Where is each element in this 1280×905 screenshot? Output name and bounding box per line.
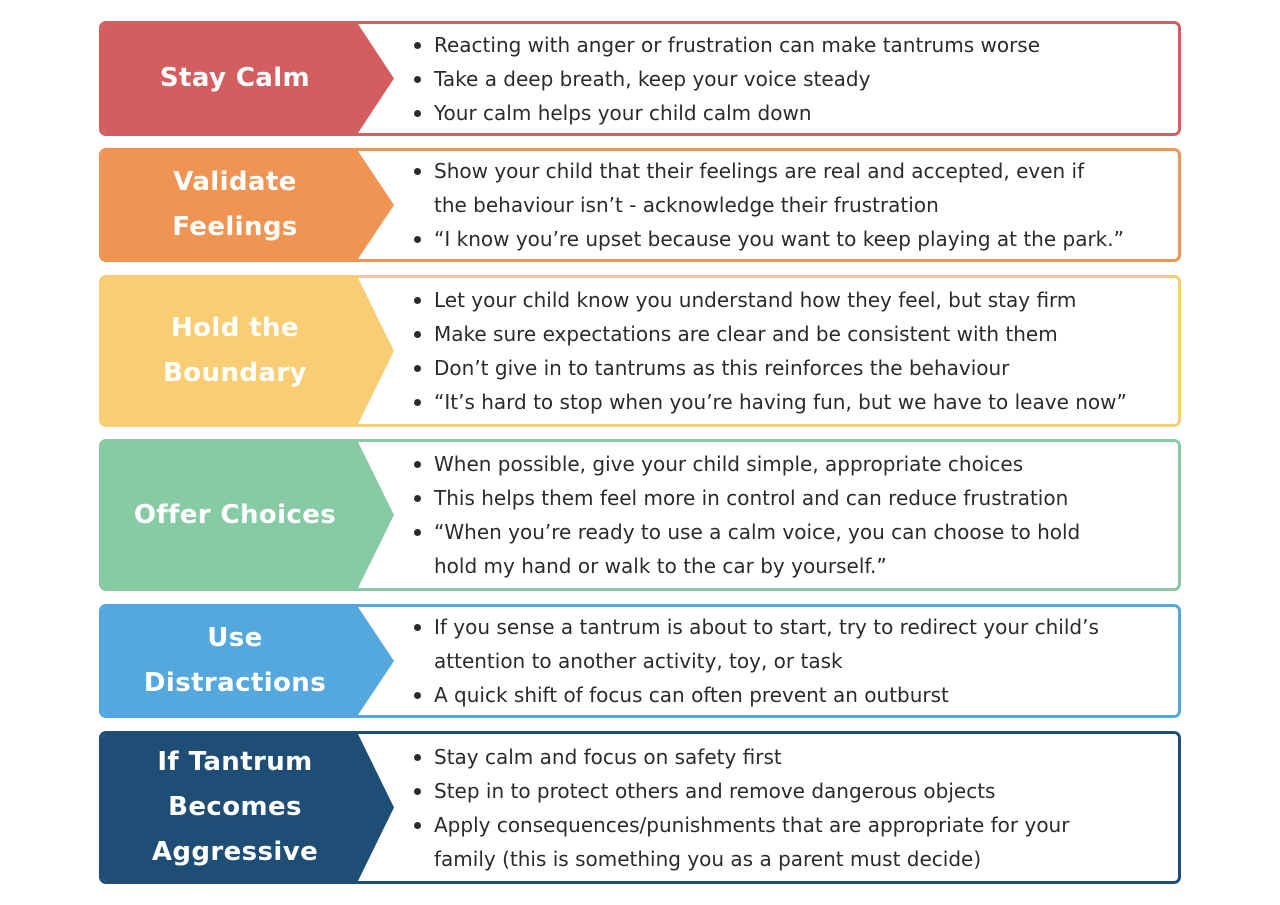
bullet-list: When possible, give your child simple, a… <box>409 442 1164 588</box>
bullet-point: A quick shift of focus can often prevent… <box>409 678 1164 712</box>
strategy-stay-calm: Stay Calm Reacting with anger or frustra… <box>99 21 1181 136</box>
bullet-point: Stay calm and focus on safety first <box>409 740 1164 774</box>
strategy-title-line: Use <box>207 623 263 653</box>
strategy-title-line: Becomes <box>168 792 302 822</box>
strategy-title: Validate Feelings <box>102 151 368 259</box>
bullet-text-line: Stay calm and focus on safety first <box>434 744 782 769</box>
bullet-point: Your calm helps your child calm down <box>409 96 1164 130</box>
strategy-title-line: Hold the <box>171 313 299 343</box>
strategy-title-line: If Tantrum <box>157 747 313 777</box>
strategy-title: If Tantrum Becomes Aggressive <box>102 734 368 881</box>
strategy-validate-feelings: Validate Feelings Show your child that t… <box>99 148 1181 262</box>
bullet-point: If you sense a tantrum is about to start… <box>409 610 1164 678</box>
bullet-point: Reacting with anger or frustration can m… <box>409 28 1164 62</box>
strategy-use-distractions: Use Distractions If you sense a tantrum … <box>99 604 1181 718</box>
strategy-if-tantrum-becomes-aggressive: If Tantrum Becomes Aggressive Stay calm … <box>99 731 1181 884</box>
strategy-title: Offer Choices <box>102 442 368 588</box>
bullet-text-line: This helps them feel more in control and… <box>434 486 1069 510</box>
bullet-text-line: family (this is something you as a paren… <box>434 846 982 871</box>
strategy-title: Use Distractions <box>102 607 368 715</box>
bullet-list: If you sense a tantrum is about to start… <box>409 607 1164 715</box>
bullet-list: Show your child that their feelings are … <box>409 151 1164 259</box>
strategy-title-line: Offer Choices <box>133 499 337 530</box>
bullet-text-line: Reacting with anger or frustration can m… <box>434 32 1041 57</box>
bullet-point: When possible, give your child simple, a… <box>409 447 1164 481</box>
bullet-list: Reacting with anger or frustration can m… <box>409 24 1164 133</box>
strategy-title: Hold the Boundary <box>102 278 368 424</box>
bullet-point: Make sure expectations are clear and be … <box>409 317 1164 351</box>
bullet-point: “When you’re ready to use a calm voice, … <box>409 515 1164 583</box>
arrow-label-panel <box>102 24 394 133</box>
bullet-list: Stay calm and focus on safety first Step… <box>409 734 1164 881</box>
bullet-text-line: “When you’re ready to use a calm voice, … <box>434 520 1081 544</box>
bullet-text-line: hold my hand or walk to the car by yours… <box>434 554 887 578</box>
strategy-title-line: Stay Calm <box>159 63 311 93</box>
strategy-hold-the-boundary: Hold the Boundary Let your child know yo… <box>99 275 1181 427</box>
bullet-point: This helps them feel more in control and… <box>409 481 1164 515</box>
bullet-text-line: Step in to protect others and remove dan… <box>434 778 996 803</box>
bullet-text-line: When possible, give your child simple, a… <box>434 452 1024 476</box>
bullet-point: “I know you’re upset because you want to… <box>409 222 1164 256</box>
strategy-title: Stay Calm <box>102 24 368 133</box>
strategy-title-line: Distractions <box>143 668 327 698</box>
arrow-label-panel <box>102 607 394 715</box>
bullet-text-line: Apply consequences/punishments that are … <box>434 812 1070 837</box>
bullet-point: Take a deep breath, keep your voice stea… <box>409 62 1164 96</box>
bullet-point: Show your child that their feelings are … <box>409 154 1164 222</box>
bullet-point: Let your child know you understand how t… <box>409 283 1164 317</box>
strategy-offer-choices: Offer Choices When possible, give your c… <box>99 439 1181 591</box>
arrow-label-panel <box>102 442 394 588</box>
strategy-title-line: Validate <box>173 167 297 197</box>
bullet-text-line: Don’t give in to tantrums as this reinfo… <box>434 356 1010 380</box>
bullet-text-line: Take a deep breath, keep your voice stea… <box>434 66 871 91</box>
bullet-point: Don’t give in to tantrums as this reinfo… <box>409 351 1164 385</box>
bullet-point: Apply consequences/punishments that are … <box>409 808 1164 876</box>
bullet-list: Let your child know you understand how t… <box>409 278 1164 424</box>
bullet-text-line: Your calm helps your child calm down <box>434 100 812 125</box>
bullet-text-line: Show your child that their feelings are … <box>434 159 1085 183</box>
arrow-label-panel <box>102 151 394 259</box>
bullet-text-line: the behaviour isn’t - acknowledge their … <box>434 193 939 217</box>
arrow-label-panel <box>102 734 394 881</box>
bullet-text-line: A quick shift of focus can often prevent… <box>434 683 949 707</box>
bullet-text-line: Make sure expectations are clear and be … <box>434 322 1058 346</box>
bullet-text-line: Let your child know you understand how t… <box>434 288 1077 312</box>
bullet-text-line: attention to another activity, toy, or t… <box>434 649 843 673</box>
bullet-text-line: If you sense a tantrum is about to start… <box>434 615 1099 639</box>
bullet-point: Step in to protect others and remove dan… <box>409 774 1164 808</box>
bullet-text-line: “It’s hard to stop when you’re having fu… <box>434 390 1127 414</box>
arrow-label-panel <box>102 278 394 424</box>
strategy-title-line: Aggressive <box>151 837 319 867</box>
strategy-title-line: Boundary <box>163 358 307 388</box>
strategy-title-line: Feelings <box>172 212 298 242</box>
bullet-text-line: “I know you’re upset because you want to… <box>434 227 1124 251</box>
bullet-point: “It’s hard to stop when you’re having fu… <box>409 385 1164 419</box>
